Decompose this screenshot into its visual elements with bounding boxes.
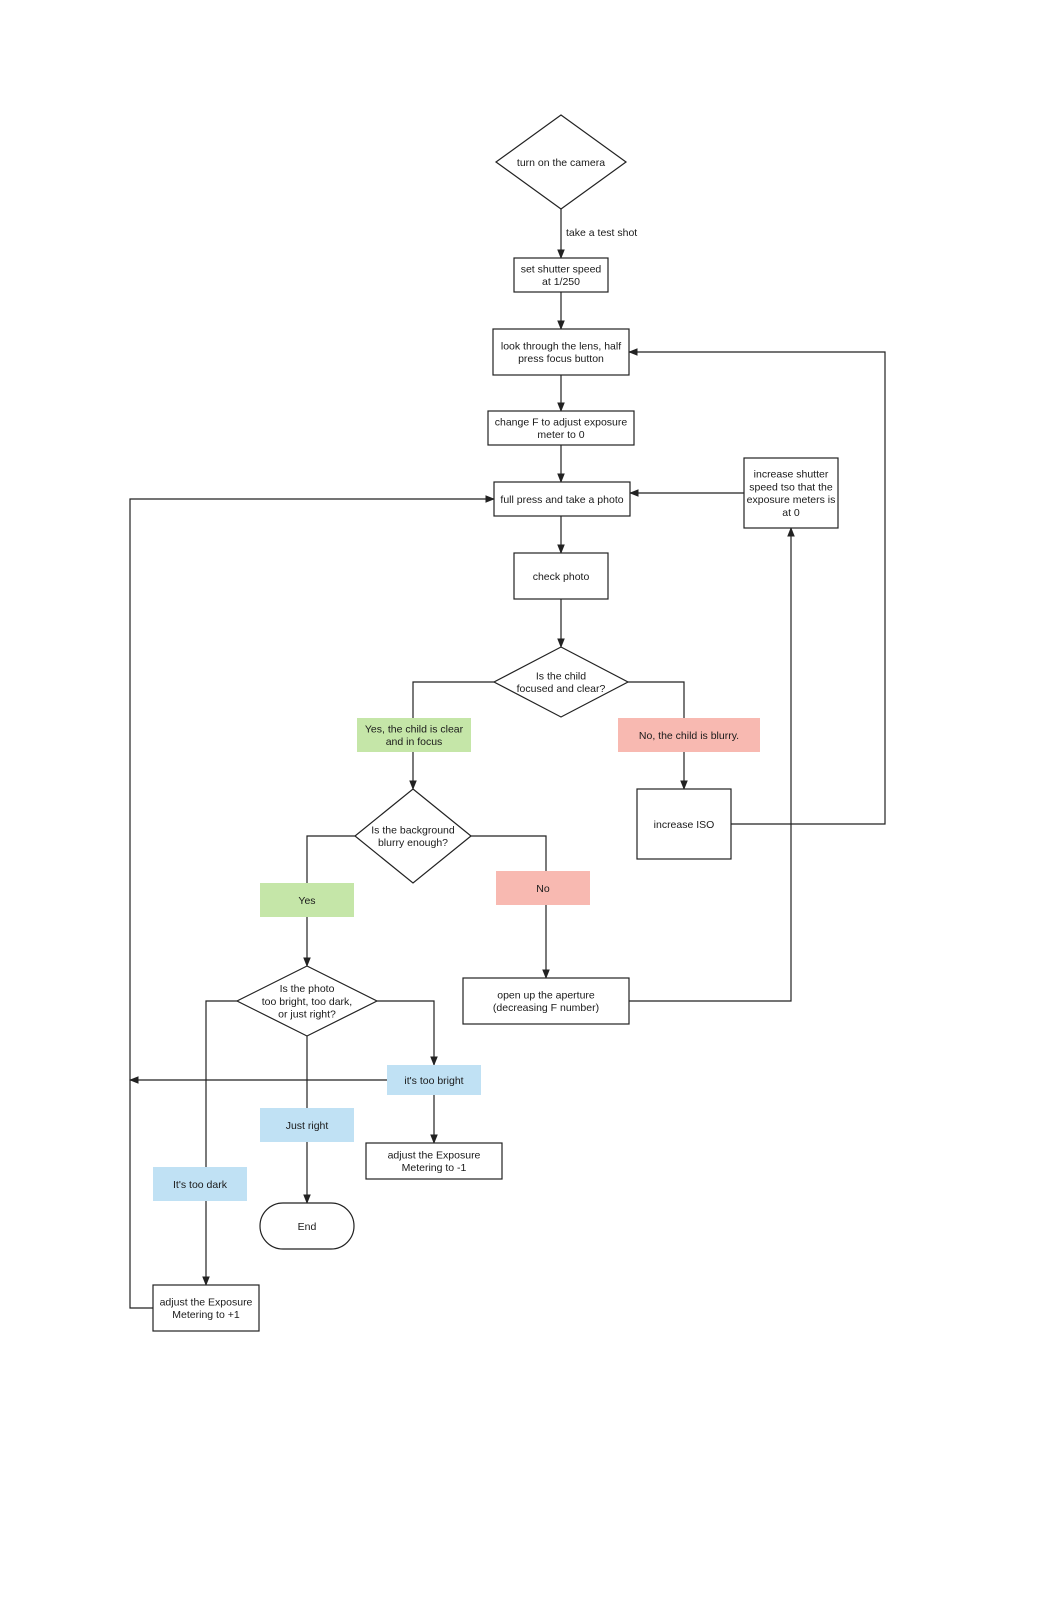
node-text-line: focused and clear? [517,683,606,695]
connector-bg-decision-left-branch [306,835,355,883]
node-text-line: Yes [298,895,315,907]
process-box [487,410,635,446]
node-text-line: check photo [533,571,590,583]
branch-label-box [618,718,760,752]
branch-label-box [357,718,471,752]
process-box [513,552,609,600]
node-child-no: No, the child is blurry. [618,718,760,752]
branch-label-box [260,1108,354,1142]
node-text-line: it's too bright [404,1075,463,1087]
process-box [743,457,839,529]
process-box [493,481,631,517]
node-start: turn on the camera [494,114,628,210]
process-box [365,1142,503,1180]
node-text-line: turn on the camera [517,157,605,169]
node-full-press: full press and take a photo [493,481,631,517]
decision-diamond [235,965,379,1037]
process-box [492,328,630,376]
node-bg-no: No [496,871,590,905]
terminal-shape [259,1202,355,1250]
node-open-aperture: open up the aperture(decreasing F number… [462,977,630,1025]
connector-layer [129,209,886,1309]
node-text-line: at 0 [782,507,800,519]
branch-label-box [260,883,354,917]
node-text-line: too bright, too dark, [262,996,352,1008]
node-text-line: No [536,883,550,895]
branch-label-box [496,871,590,905]
node-bg-yes: Yes [260,883,354,917]
node-text-line: Is the background [371,824,455,836]
connector-bg-decision-right-branch [471,835,547,871]
node-text-line: blurry enough? [378,837,448,849]
node-text-line: set shutter speed [521,263,602,275]
node-too-bright: it's too bright [387,1065,481,1095]
node-text-line: press focus button [518,353,604,365]
node-just-right: Just right [260,1108,354,1142]
node-text-line: exposure meters is [747,494,836,506]
branch-label-box [387,1065,481,1095]
node-text-line: meter to 0 [537,429,584,441]
node-increase-iso: increase ISO [636,788,732,860]
process-box [513,257,609,293]
node-check-photo: check photo [513,552,609,600]
node-text-line: (decreasing F number) [493,1002,599,1014]
decision-diamond [492,646,630,718]
node-text-line: Just right [286,1120,329,1132]
node-text-line: Is the child [536,670,586,682]
node-text-line: full press and take a photo [500,494,623,506]
node-text-line: Yes, the child is clear [365,723,464,735]
node-text-line: open up the aperture [497,989,595,1001]
node-text-line: Is the photo [280,983,335,995]
node-text-line: speed tso that the [749,481,833,493]
node-text-line: It's too dark [173,1179,228,1191]
node-text-line: and in focus [386,736,443,748]
node-text-line: increase shutter [754,469,829,481]
node-text-line: adjust the Exposure [160,1296,253,1308]
connector-open-aperture-to-increase-shutter [629,527,795,1002]
connector-increase-iso-to-look-through [628,348,886,825]
process-box [462,977,630,1025]
node-text-line: No, the child is blurry. [639,730,739,742]
decision-diamond [494,114,628,210]
node-end: End [259,1202,355,1250]
node-text-line: change F to adjust exposure [495,416,628,428]
node-too-dark: It's too dark [153,1167,247,1201]
process-box [152,1284,260,1332]
node-text-line: look through the lens, half [501,340,621,352]
node-text-line: Metering to -1 [402,1162,467,1174]
edge-label-take-a-test-shot: take a test shot [566,227,637,239]
branch-label-box [153,1167,247,1201]
decision-diamond [354,788,472,884]
node-text-line: Metering to +1 [172,1309,240,1321]
connector-exposure-right-branch [377,1000,438,1066]
node-text-line: adjust the Exposure [388,1149,481,1161]
node-text-line: End [298,1221,317,1233]
node-text-line: increase ISO [654,819,715,831]
connector-child-decision-right-branch [628,681,685,718]
connector-exposure-left-branch [205,1000,237,1167]
node-text-line: at 1/250 [542,276,580,288]
process-box [636,788,732,860]
node-text-line: or just right? [278,1009,336,1021]
connector-child-decision-left-branch [412,681,494,718]
connector-adjust-plus-loop-to-full-press [129,495,495,1309]
